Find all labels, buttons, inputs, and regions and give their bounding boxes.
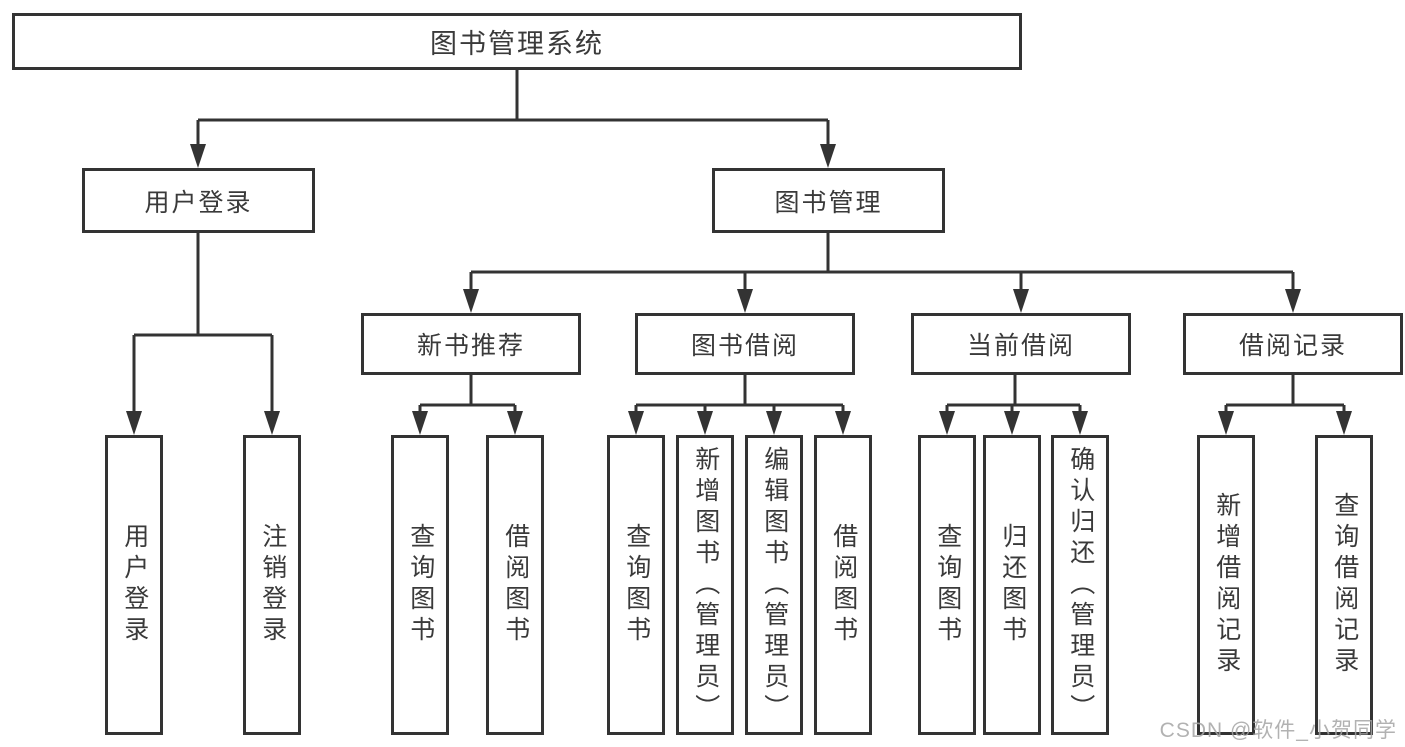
- arrow-icon: [1072, 411, 1088, 435]
- connector-current-borrow: [945, 375, 1082, 419]
- arrow-icon: [1336, 411, 1352, 435]
- leaf-logout-login: 注销登录: [243, 435, 301, 735]
- leaf-return-book: 归还图书: [983, 435, 1041, 735]
- leaf-add-book-admin: 新增图书（管理员）: [676, 435, 734, 735]
- leaf-logout-login-label: 注销登录: [258, 523, 287, 647]
- csdn-watermark: CSDN @软件_小贺同学: [1159, 719, 1397, 742]
- node-book-mgmt-label: 图书管理: [774, 188, 883, 217]
- arrow-icon: [835, 411, 851, 435]
- arrow-icon: [190, 144, 206, 168]
- leaf-user-login-label: 用户登录: [120, 523, 149, 647]
- arrow-icon: [628, 411, 644, 435]
- arrow-icon: [264, 411, 280, 435]
- leaf-query-books-recommend-label: 查询图书: [406, 523, 435, 647]
- connector-new-book-recommend: [418, 375, 517, 419]
- leaf-query-borrow-record-label: 查询借阅记录: [1330, 492, 1359, 678]
- leaf-user-login: 用户登录: [105, 435, 163, 735]
- node-book-borrow: 图书借阅: [635, 313, 855, 375]
- leaf-borrow-books-label: 借阅图书: [829, 523, 858, 647]
- node-borrow-records-label: 借阅记录: [1238, 332, 1347, 360]
- leaf-query-books-borrow-label: 查询图书: [622, 523, 651, 647]
- connector-book-borrow: [634, 375, 845, 419]
- arrow-icon: [737, 289, 753, 313]
- leaf-query-books-borrow: 查询图书: [607, 435, 665, 735]
- node-root: 图书管理系统: [12, 13, 1022, 70]
- node-new-book-recommend-label: 新书推荐: [416, 332, 525, 360]
- connector-user-login: [132, 233, 274, 419]
- node-current-borrow-label: 当前借阅: [966, 332, 1075, 360]
- arrow-icon: [1013, 289, 1029, 313]
- leaf-add-book-admin-label: 新增图书（管理员）: [691, 445, 720, 725]
- leaf-query-borrow-record: 查询借阅记录: [1315, 435, 1373, 735]
- node-book-mgmt: 图书管理: [712, 168, 945, 233]
- arrow-icon: [697, 411, 713, 435]
- arrow-icon: [1004, 411, 1020, 435]
- connector-root: [196, 70, 830, 152]
- connector-book-mgmt: [469, 233, 1295, 297]
- arrow-icon: [1285, 289, 1301, 313]
- node-user-login: 用户登录: [82, 168, 315, 233]
- node-new-book-recommend: 新书推荐: [361, 313, 581, 375]
- arrow-icon: [463, 289, 479, 313]
- arrow-icon: [766, 411, 782, 435]
- leaf-borrow-books-recommend: 借阅图书: [486, 435, 544, 735]
- leaf-confirm-return-admin-label: 确认归还（管理员）: [1066, 445, 1095, 725]
- node-user-login-label: 用户登录: [144, 188, 253, 217]
- node-root-label: 图书管理系统: [430, 29, 604, 59]
- arrow-icon: [939, 411, 955, 435]
- leaf-edit-book-admin: 编辑图书（管理员）: [745, 435, 803, 735]
- leaf-return-book-label: 归还图书: [998, 523, 1027, 647]
- node-book-borrow-label: 图书借阅: [690, 332, 799, 360]
- leaf-query-books-current-label: 查询图书: [933, 523, 962, 647]
- leaf-confirm-return-admin: 确认归还（管理员）: [1051, 435, 1109, 735]
- leaf-borrow-books-recommend-label: 借阅图书: [501, 523, 530, 647]
- leaf-edit-book-admin-label: 编辑图书（管理员）: [760, 445, 789, 725]
- leaf-query-books-current: 查询图书: [918, 435, 976, 735]
- leaf-borrow-books: 借阅图书: [814, 435, 872, 735]
- leaf-add-borrow-record-label: 新增借阅记录: [1212, 492, 1241, 678]
- node-borrow-records: 借阅记录: [1183, 313, 1403, 375]
- arrow-icon: [820, 144, 836, 168]
- arrow-icon: [507, 411, 523, 435]
- arrow-icon: [126, 411, 142, 435]
- arrow-icon: [1218, 411, 1234, 435]
- connector-borrow-records: [1224, 375, 1346, 419]
- leaf-add-borrow-record: 新增借阅记录: [1197, 435, 1255, 735]
- leaf-query-books-recommend: 查询图书: [391, 435, 449, 735]
- arrow-icon: [412, 411, 428, 435]
- node-current-borrow: 当前借阅: [911, 313, 1131, 375]
